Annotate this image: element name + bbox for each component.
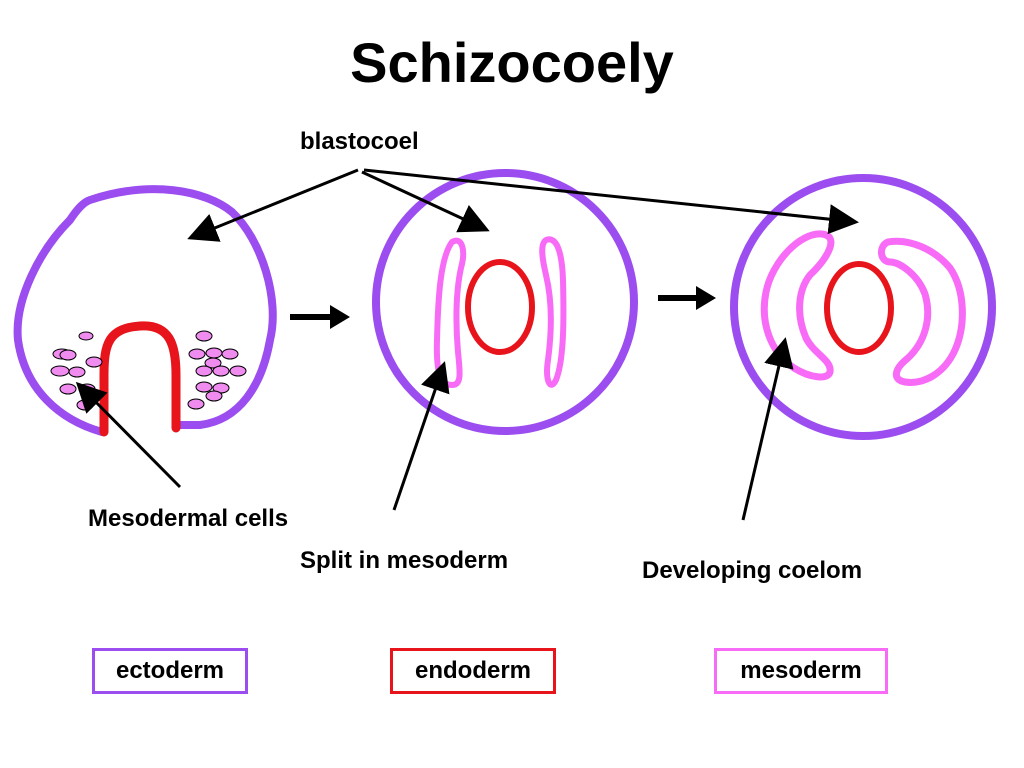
stage-3-mesoderm-right bbox=[878, 237, 966, 386]
diagram-title: Schizocoely bbox=[350, 31, 674, 94]
stage-2-mesoderm-left bbox=[433, 237, 467, 389]
legend-mesoderm-label: mesoderm bbox=[740, 657, 862, 684]
blastocoel-pointers bbox=[187, 168, 859, 242]
mesodermal-cells-left bbox=[50, 331, 103, 411]
stage-3-endoderm bbox=[824, 261, 894, 355]
stage-arrow-1 bbox=[290, 305, 350, 329]
stage-1-ectoderm bbox=[13, 185, 277, 436]
developing-coelom-pointer bbox=[741, 337, 794, 521]
stage-2-ectoderm bbox=[372, 169, 638, 435]
stage-3-mesoderm-left bbox=[760, 230, 835, 381]
blastocoel-label: blastocoel bbox=[300, 128, 419, 155]
stage-1-endoderm bbox=[99, 321, 181, 437]
developing-coelom-label: Developing coelom bbox=[642, 557, 863, 584]
stage-2-embryo bbox=[372, 169, 638, 435]
split-in-mesoderm-label: Split in mesoderm bbox=[300, 547, 509, 574]
stage-3-ectoderm bbox=[730, 174, 996, 440]
stage-2-mesoderm-right bbox=[539, 236, 567, 388]
legend-endoderm-label: endoderm bbox=[414, 657, 531, 684]
mesodermal-cells-right bbox=[187, 330, 247, 410]
mesodermal-cells-pointer bbox=[75, 381, 182, 489]
mesodermal-cells-label: Mesodermal cells bbox=[88, 505, 289, 532]
legend-mesoderm: mesoderm bbox=[714, 648, 888, 694]
stage-1-embryo bbox=[13, 185, 277, 437]
stage-2-endoderm bbox=[465, 259, 535, 355]
stage-3-embryo bbox=[730, 174, 996, 440]
legend-ectoderm: ectoderm bbox=[92, 648, 248, 694]
split-in-mesoderm-pointer bbox=[392, 361, 450, 511]
legend-endoderm: endoderm bbox=[390, 648, 556, 694]
legend-ectoderm-label: ectoderm bbox=[115, 657, 225, 684]
stage-arrow-2 bbox=[658, 286, 716, 310]
